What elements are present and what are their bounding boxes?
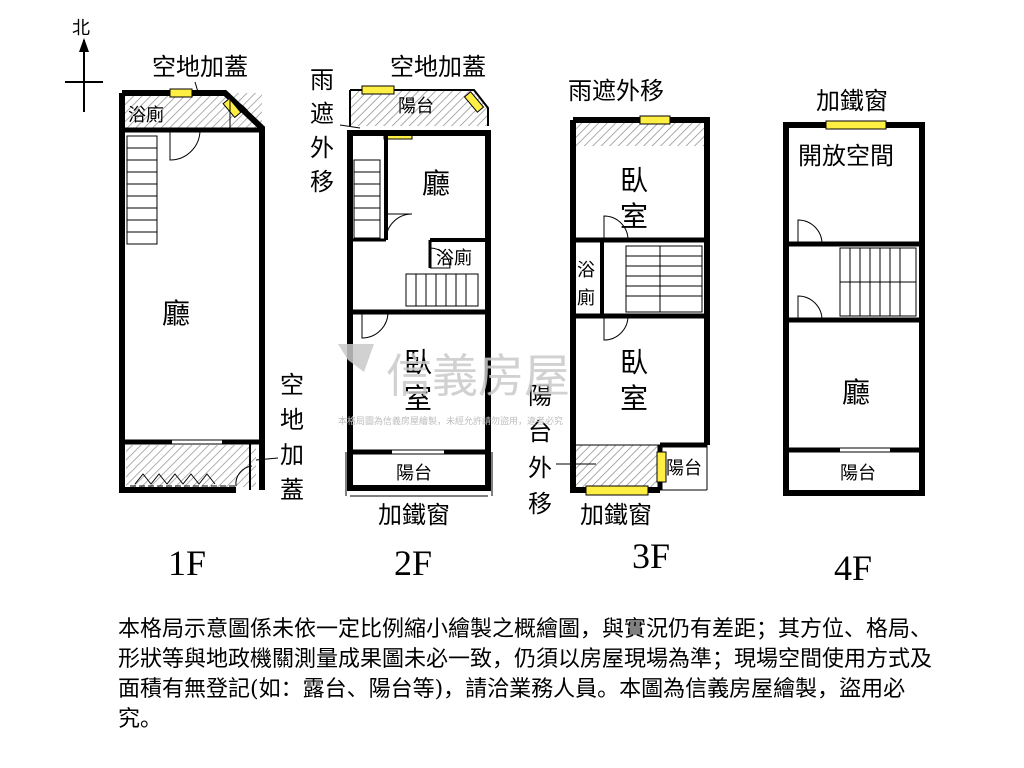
note-2f-awning-2: 遮	[310, 100, 334, 128]
window-2f-top	[361, 85, 395, 95]
room-label-2f-balcony-top: 陽台	[398, 96, 434, 117]
floor-label-2f: 2F	[394, 543, 432, 583]
stairs-1f	[126, 135, 158, 245]
window-1f-top	[169, 88, 193, 98]
note-3f-balcony-moved-3: 外	[528, 454, 552, 482]
awning-area-3f	[573, 122, 707, 146]
note-2f-iron-window: 加鐵窗	[378, 501, 450, 529]
note-1f-roof-side-3: 加	[280, 441, 304, 469]
room-label-3f-bath-2: 廁	[577, 287, 595, 309]
room-label-2f-balcony-bottom: 陽台	[396, 463, 432, 484]
note-2f-roof-top: 空地加蓋	[390, 53, 486, 81]
note-1f-roof-side-4: 蓋	[280, 476, 304, 504]
note-3f-balcony-moved-2: 台	[528, 418, 552, 446]
floor-4f-plan: 加鐵窗 開放空間 廳 陽台 4F	[783, 87, 925, 588]
window-1f-diag	[222, 97, 242, 119]
note-1f-roof-side-2: 地	[280, 406, 304, 434]
floor-plan-diagram: 北 浴廁 廳 空	[65, 18, 925, 588]
compass-north-label: 北	[72, 18, 90, 39]
room-label-1f-living: 廳	[162, 297, 190, 330]
room-label-3f-bedroom-bottom-2: 室	[620, 382, 648, 415]
floor-3f-plan: 雨遮外移 臥 室 浴 廁 臥 室 陽台 陽 台 外 移 加鐵窗 3F	[528, 77, 710, 576]
room-label-2f-living: 廳	[422, 167, 450, 200]
note-2f-awning-4: 移	[310, 168, 334, 196]
floor-1f-plan: 浴廁 廳 空地加蓋 空 地 加 蓋 1F	[119, 53, 304, 583]
floor-label-1f: 1F	[168, 543, 206, 583]
watermark-brand: 信義房屋	[386, 349, 570, 403]
folding-door-icon	[134, 473, 216, 485]
note-2f-awning-1: 雨	[310, 66, 334, 94]
floor-2f-plan: 陽台 空地加蓋 雨 遮 外 移 廳 浴廁 臥 室 陽台 加鐵窗 2F	[310, 53, 493, 583]
added-roof-area-2f	[350, 90, 488, 126]
note-4f-iron-window: 加鐵窗	[816, 87, 888, 115]
door-icon	[603, 315, 629, 341]
room-label-4f-living: 廳	[842, 376, 870, 409]
room-label-1f-bath: 浴廁	[128, 104, 164, 126]
note-2f-awning-3: 外	[310, 134, 334, 162]
room-label-3f-bath-1: 浴	[577, 260, 595, 281]
window-4f-top	[825, 120, 887, 130]
note-3f-awning: 雨遮外移	[568, 77, 664, 105]
door-icon	[797, 295, 823, 321]
stairs-4f	[839, 247, 917, 317]
door-icon	[361, 311, 389, 339]
door-icon	[169, 129, 201, 161]
brand-logo-icon	[338, 344, 374, 372]
note-3f-balcony-moved-4: 移	[528, 490, 552, 518]
room-label-2f-bath: 浴廁	[436, 247, 472, 269]
watermark-sub: 本格局圖為信義房屋繪製，未經允許請勿盜用，違者必究	[338, 415, 563, 427]
room-label-3f-bedroom-bottom-1: 臥	[620, 346, 648, 379]
stairs-3f	[625, 245, 703, 313]
watermark: 信義房屋 本格局圖為信義房屋繪製，未經允許請勿盜用，違者必究	[338, 344, 570, 427]
stairs-2f	[353, 159, 479, 307]
note-3f-iron-window: 加鐵窗	[580, 501, 652, 529]
disclaimer-text: 本格局示意圖係未依一定比例縮小繪製之概繪圖，與實況仍有差距；其方位、格局、形狀等…	[118, 617, 933, 732]
window-3f-side	[656, 451, 667, 483]
room-label-4f-open-space: 開放空間	[798, 142, 894, 170]
note-1f-roof-side-1: 空	[280, 371, 304, 399]
room-label-4f-balcony: 陽台	[840, 463, 876, 484]
window-3f-top	[639, 115, 671, 125]
window-2f-diag	[463, 91, 485, 113]
window-3f-bottom	[585, 485, 649, 496]
room-label-2f-bedroom-2: 室	[404, 382, 432, 415]
room-label-3f-balcony: 陽台	[666, 458, 702, 479]
note-3f-balcony-moved-1: 陽	[528, 382, 552, 410]
room-label-3f-bedroom-top-1: 臥	[620, 164, 648, 197]
floor-label-4f: 4F	[834, 548, 872, 588]
room-label-2f-bedroom-1: 臥	[404, 346, 432, 379]
compass: 北	[65, 18, 103, 112]
floor-label-3f: 3F	[632, 536, 670, 576]
note-1f-roof-top: 空地加蓋	[152, 53, 248, 81]
balcony-moved-area-3f	[573, 445, 660, 488]
room-label-3f-bedroom-top-2: 室	[620, 200, 648, 233]
